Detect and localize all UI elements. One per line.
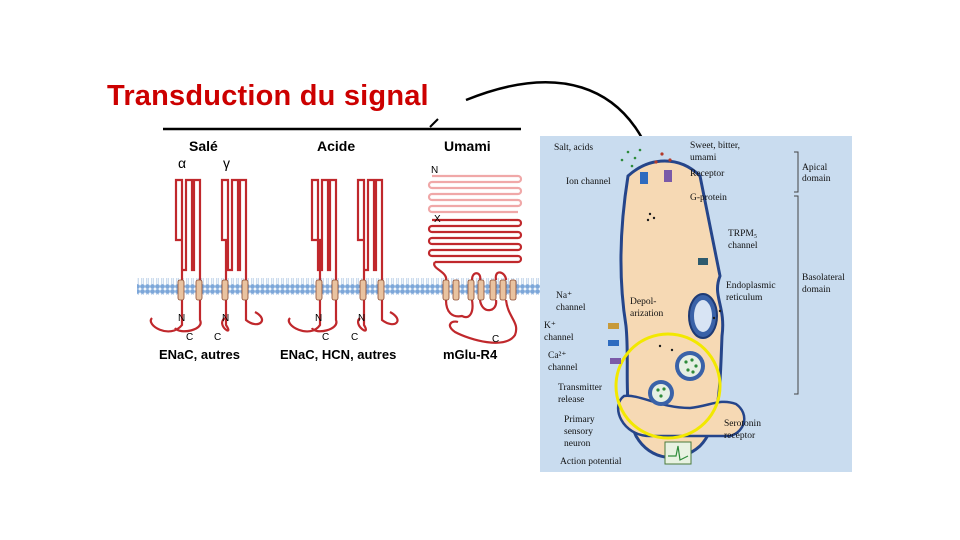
label-er-2: reticulum — [726, 293, 763, 303]
sale-subunit-1 — [149, 178, 202, 333]
acide-subunit-2 — [356, 178, 399, 332]
label-trpm: TRPM₅ — [728, 229, 757, 239]
slide-title: Transduction du signal — [107, 80, 429, 112]
action-potential-trace — [664, 441, 692, 465]
column-header-umami: Umami — [444, 138, 491, 154]
label-basolateral-domain: domain — [802, 285, 831, 295]
c-terminal-label: C — [322, 332, 329, 343]
receptor-diagrams: α γ N N N N C C C C C N — [137, 155, 540, 345]
column-header-acide: Acide — [317, 138, 356, 154]
alpha-label: α — [178, 155, 186, 171]
label-release: release — [558, 395, 584, 405]
label-umami: umami — [690, 153, 717, 163]
n-terminal-label: N — [315, 313, 322, 324]
caption-acide: ENaC, HCN, autres — [280, 347, 397, 362]
taste-cell-figure: Salt, acids Sweet, bitter, umami Recepto… — [540, 136, 852, 472]
c-terminal-label: C — [492, 334, 499, 345]
label-k: K⁺ — [544, 321, 556, 331]
label-serotonin-receptor: receptor — [724, 431, 756, 441]
label-apical: Apical — [802, 163, 828, 173]
label-na: Na⁺ — [556, 291, 572, 301]
label-na-channel: channel — [556, 303, 586, 313]
acide-subunit-1 — [287, 178, 338, 333]
label-action-potential: Action potential — [560, 457, 622, 467]
label-transmitter: Transmitter — [558, 383, 603, 393]
label-ca: Ca²⁺ — [548, 351, 566, 361]
label-receptor: Receptor — [690, 169, 725, 179]
highlight-circle — [614, 332, 722, 440]
c-terminal-label: C — [214, 332, 221, 343]
caption-sale: ENaC, autres — [159, 347, 240, 362]
taste-cell-body — [619, 159, 725, 459]
label-trpm-channel: channel — [728, 241, 758, 251]
lipid-bilayer — [137, 278, 540, 295]
column-header-sale: Salé — [189, 138, 218, 154]
label-serotonin: Serotonin — [724, 419, 761, 429]
label-g-protein: G-protein — [690, 193, 727, 203]
label-sensory: sensory — [564, 427, 593, 437]
label-salt-acids: Salt, acids — [554, 143, 593, 153]
gamma-label: γ — [223, 155, 230, 171]
curved-arrow-line — [465, 81, 650, 151]
label-depol-1: Depol- — [630, 297, 656, 307]
label-ca-channel: channel — [548, 363, 578, 373]
n-terminal-label: N — [431, 165, 438, 176]
c-terminal-label: C — [186, 332, 193, 343]
label-basolateral: Basolateral — [802, 273, 845, 283]
n-terminal-label: N — [222, 313, 229, 324]
c-terminal-label: C — [351, 332, 358, 343]
label-k-channel: channel — [544, 333, 574, 343]
sale-subunit-2 — [220, 178, 264, 332]
arrow-tick — [429, 118, 439, 128]
label-primary: Primary — [564, 415, 595, 425]
caption-umami: mGlu-R4 — [443, 347, 498, 362]
label-er-1: Endoplasmic — [726, 281, 776, 291]
label-neuron: neuron — [564, 439, 591, 449]
n-terminal-label: N — [178, 313, 185, 324]
label-apical-domain: domain — [802, 174, 831, 184]
label-ion-channel: Ion channel — [566, 177, 611, 187]
umami-venus-flytrap — [427, 174, 523, 344]
x-label: X — [434, 214, 441, 225]
label-depol-2: arization — [630, 309, 663, 319]
label-sweet: Sweet, bitter, — [690, 141, 740, 151]
n-terminal-label: N — [358, 313, 365, 324]
